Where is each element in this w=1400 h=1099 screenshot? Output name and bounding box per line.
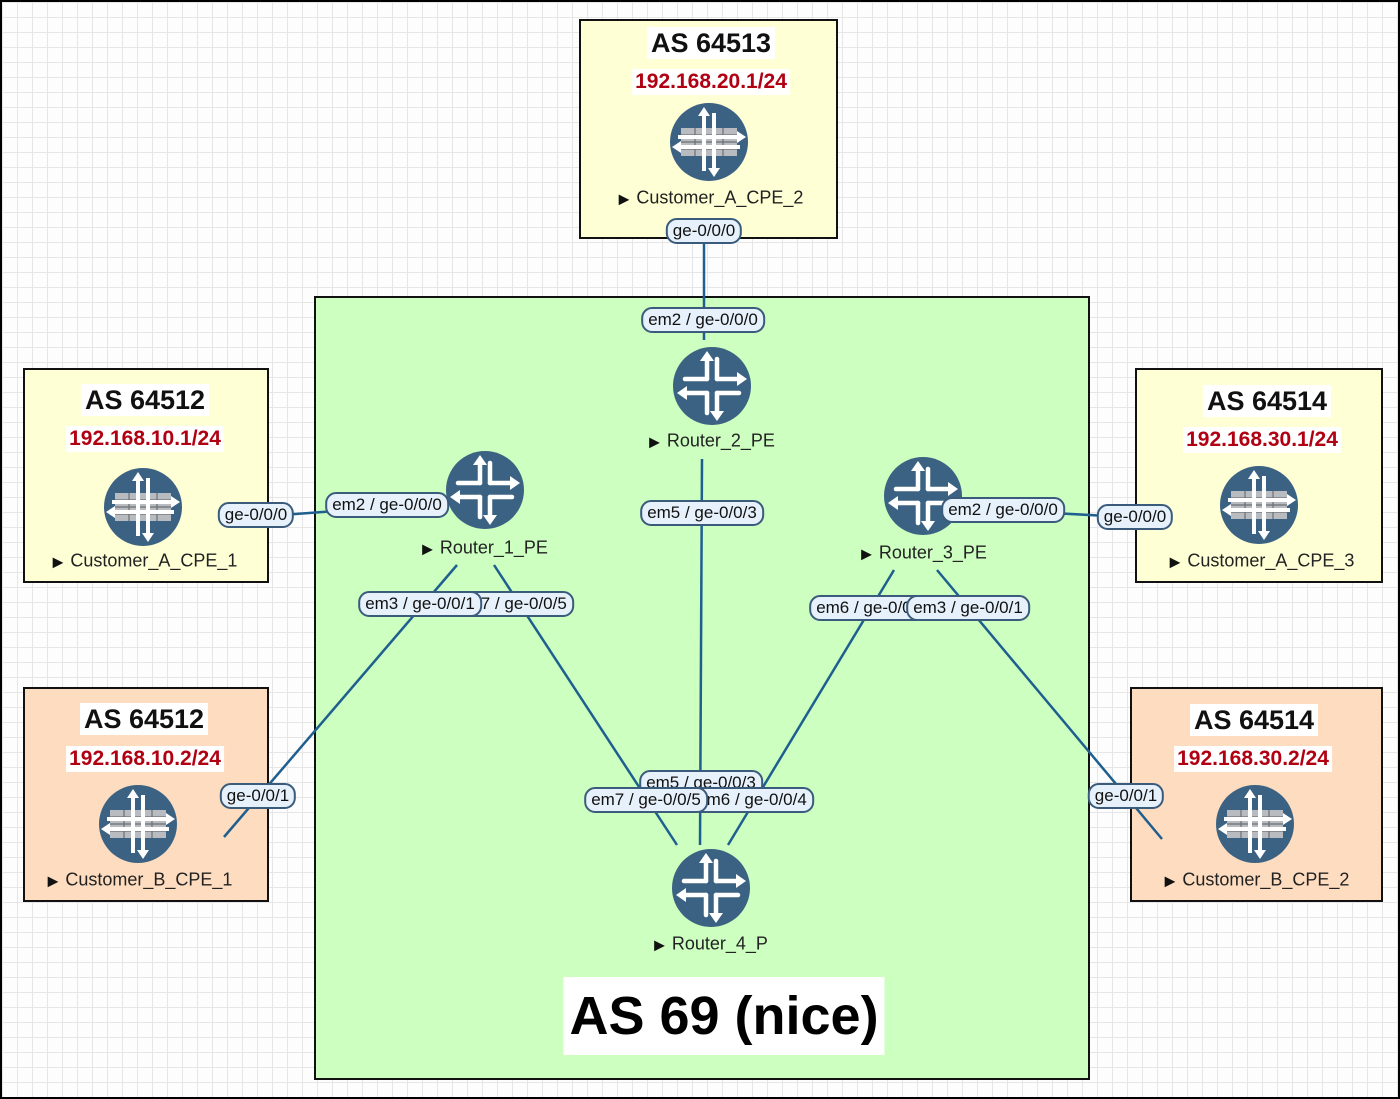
- iface-router-4-em6[interactable]: em6 / ge-0/0/4: [690, 787, 814, 813]
- iface-router-1-em3[interactable]: em3 / ge-0/0/1: [358, 591, 482, 617]
- ip-customer-a-cpe-2: 192.168.20.1/24: [632, 69, 790, 95]
- customer-b-cpe-2-icon[interactable]: [1214, 783, 1296, 865]
- device-name: Customer_A_CPE_2: [636, 187, 804, 208]
- iface-customer-b-cpe-1-ge-0-0-1[interactable]: ge-0/0/1: [219, 783, 297, 809]
- device-name: Customer_B_CPE_1: [65, 869, 233, 890]
- device-name: Router_1_PE: [439, 537, 548, 558]
- ip-customer-b-cpe-1: 192.168.10.2/24: [66, 746, 224, 772]
- device-label-router-3-pe[interactable]: ▶ Router_3_PE: [861, 542, 987, 565]
- core-as-title: AS 69 (nice): [563, 977, 885, 1055]
- iface-customer-b-cpe-2-ge-0-0-1[interactable]: ge-0/0/1: [1087, 783, 1165, 809]
- device-label-customer-a-cpe-3[interactable]: ▶ Customer_A_CPE_3: [1170, 550, 1355, 573]
- expand-triangle-icon[interactable]: ▶: [1169, 553, 1181, 570]
- router-3-pe-icon[interactable]: [882, 455, 964, 537]
- iface-customer-a-cpe-2-ge-0-0-0[interactable]: ge-0/0/0: [665, 218, 743, 244]
- expand-triangle-icon[interactable]: ▶: [861, 545, 872, 562]
- device-name: Customer_A_CPE_1: [70, 550, 238, 571]
- iface-customer-a-cpe-1-ge-0-0-0[interactable]: ge-0/0/0: [217, 502, 295, 528]
- as-title-customer-a-cpe-3: AS 64514: [1202, 385, 1332, 417]
- ip-customer-a-cpe-1: 192.168.10.1/24: [66, 426, 224, 452]
- device-label-router-4-p[interactable]: ▶ Router_4_P: [654, 933, 768, 956]
- device-name: Customer_B_CPE_2: [1182, 869, 1350, 890]
- ip-customer-a-cpe-3: 192.168.30.1/24: [1183, 427, 1341, 453]
- as-title-customer-a-cpe-2: AS 64513: [646, 27, 776, 59]
- as-title-customer-b-cpe-2: AS 64514: [1189, 704, 1319, 736]
- device-name: Customer_A_CPE_3: [1187, 550, 1355, 571]
- iface-router-1-em2[interactable]: em2 / ge-0/0/0: [325, 492, 449, 518]
- customer-b-cpe-1-icon[interactable]: [97, 783, 179, 865]
- device-label-customer-a-cpe-1[interactable]: ▶ Customer_A_CPE_1: [53, 550, 238, 573]
- expand-triangle-icon[interactable]: ▶: [649, 433, 660, 450]
- router-2-pe-icon[interactable]: [671, 345, 753, 427]
- device-name: Router_3_PE: [878, 542, 987, 563]
- device-name: Router_2_PE: [666, 430, 775, 451]
- device-label-router-1-pe[interactable]: ▶ Router_1_PE: [422, 537, 548, 560]
- device-label-router-2-pe[interactable]: ▶ Router_2_PE: [649, 430, 775, 453]
- router-1-pe-icon[interactable]: [444, 449, 526, 531]
- customer-a-cpe-1-icon[interactable]: [102, 466, 184, 548]
- device-label-customer-b-cpe-1[interactable]: ▶ Customer_B_CPE_1: [48, 869, 233, 892]
- ip-customer-b-cpe-2: 192.168.30.2/24: [1174, 746, 1332, 772]
- expand-triangle-icon[interactable]: ▶: [422, 540, 433, 557]
- iface-router-2-em5[interactable]: em5 / ge-0/0/3: [640, 500, 764, 526]
- device-name: Router_4_P: [671, 933, 768, 954]
- iface-router-2-em2[interactable]: em2 / ge-0/0/0: [641, 307, 765, 333]
- expand-triangle-icon[interactable]: ▶: [47, 872, 59, 889]
- customer-a-cpe-3-icon[interactable]: [1218, 464, 1300, 546]
- router-4-p-icon[interactable]: [670, 847, 752, 929]
- device-label-customer-b-cpe-2[interactable]: ▶ Customer_B_CPE_2: [1165, 869, 1350, 892]
- iface-router-3-em2[interactable]: em2 / ge-0/0/0: [941, 497, 1065, 523]
- customer-a-cpe-2-icon[interactable]: [668, 101, 750, 183]
- expand-triangle-icon[interactable]: ▶: [654, 936, 665, 953]
- expand-triangle-icon[interactable]: ▶: [1164, 872, 1176, 889]
- expand-triangle-icon[interactable]: ▶: [618, 190, 630, 207]
- iface-router-4-em7[interactable]: em7 / ge-0/0/5: [584, 787, 708, 813]
- expand-triangle-icon[interactable]: ▶: [52, 553, 64, 570]
- iface-router-3-em3[interactable]: em3 / ge-0/0/1: [906, 595, 1030, 621]
- as-title-customer-b-cpe-1: AS 64512: [79, 703, 209, 735]
- device-label-customer-a-cpe-2[interactable]: ▶ Customer_A_CPE_2: [619, 187, 804, 210]
- iface-customer-a-cpe-3-ge-0-0-0[interactable]: ge-0/0/0: [1096, 504, 1174, 530]
- as-title-customer-a-cpe-1: AS 64512: [80, 384, 210, 416]
